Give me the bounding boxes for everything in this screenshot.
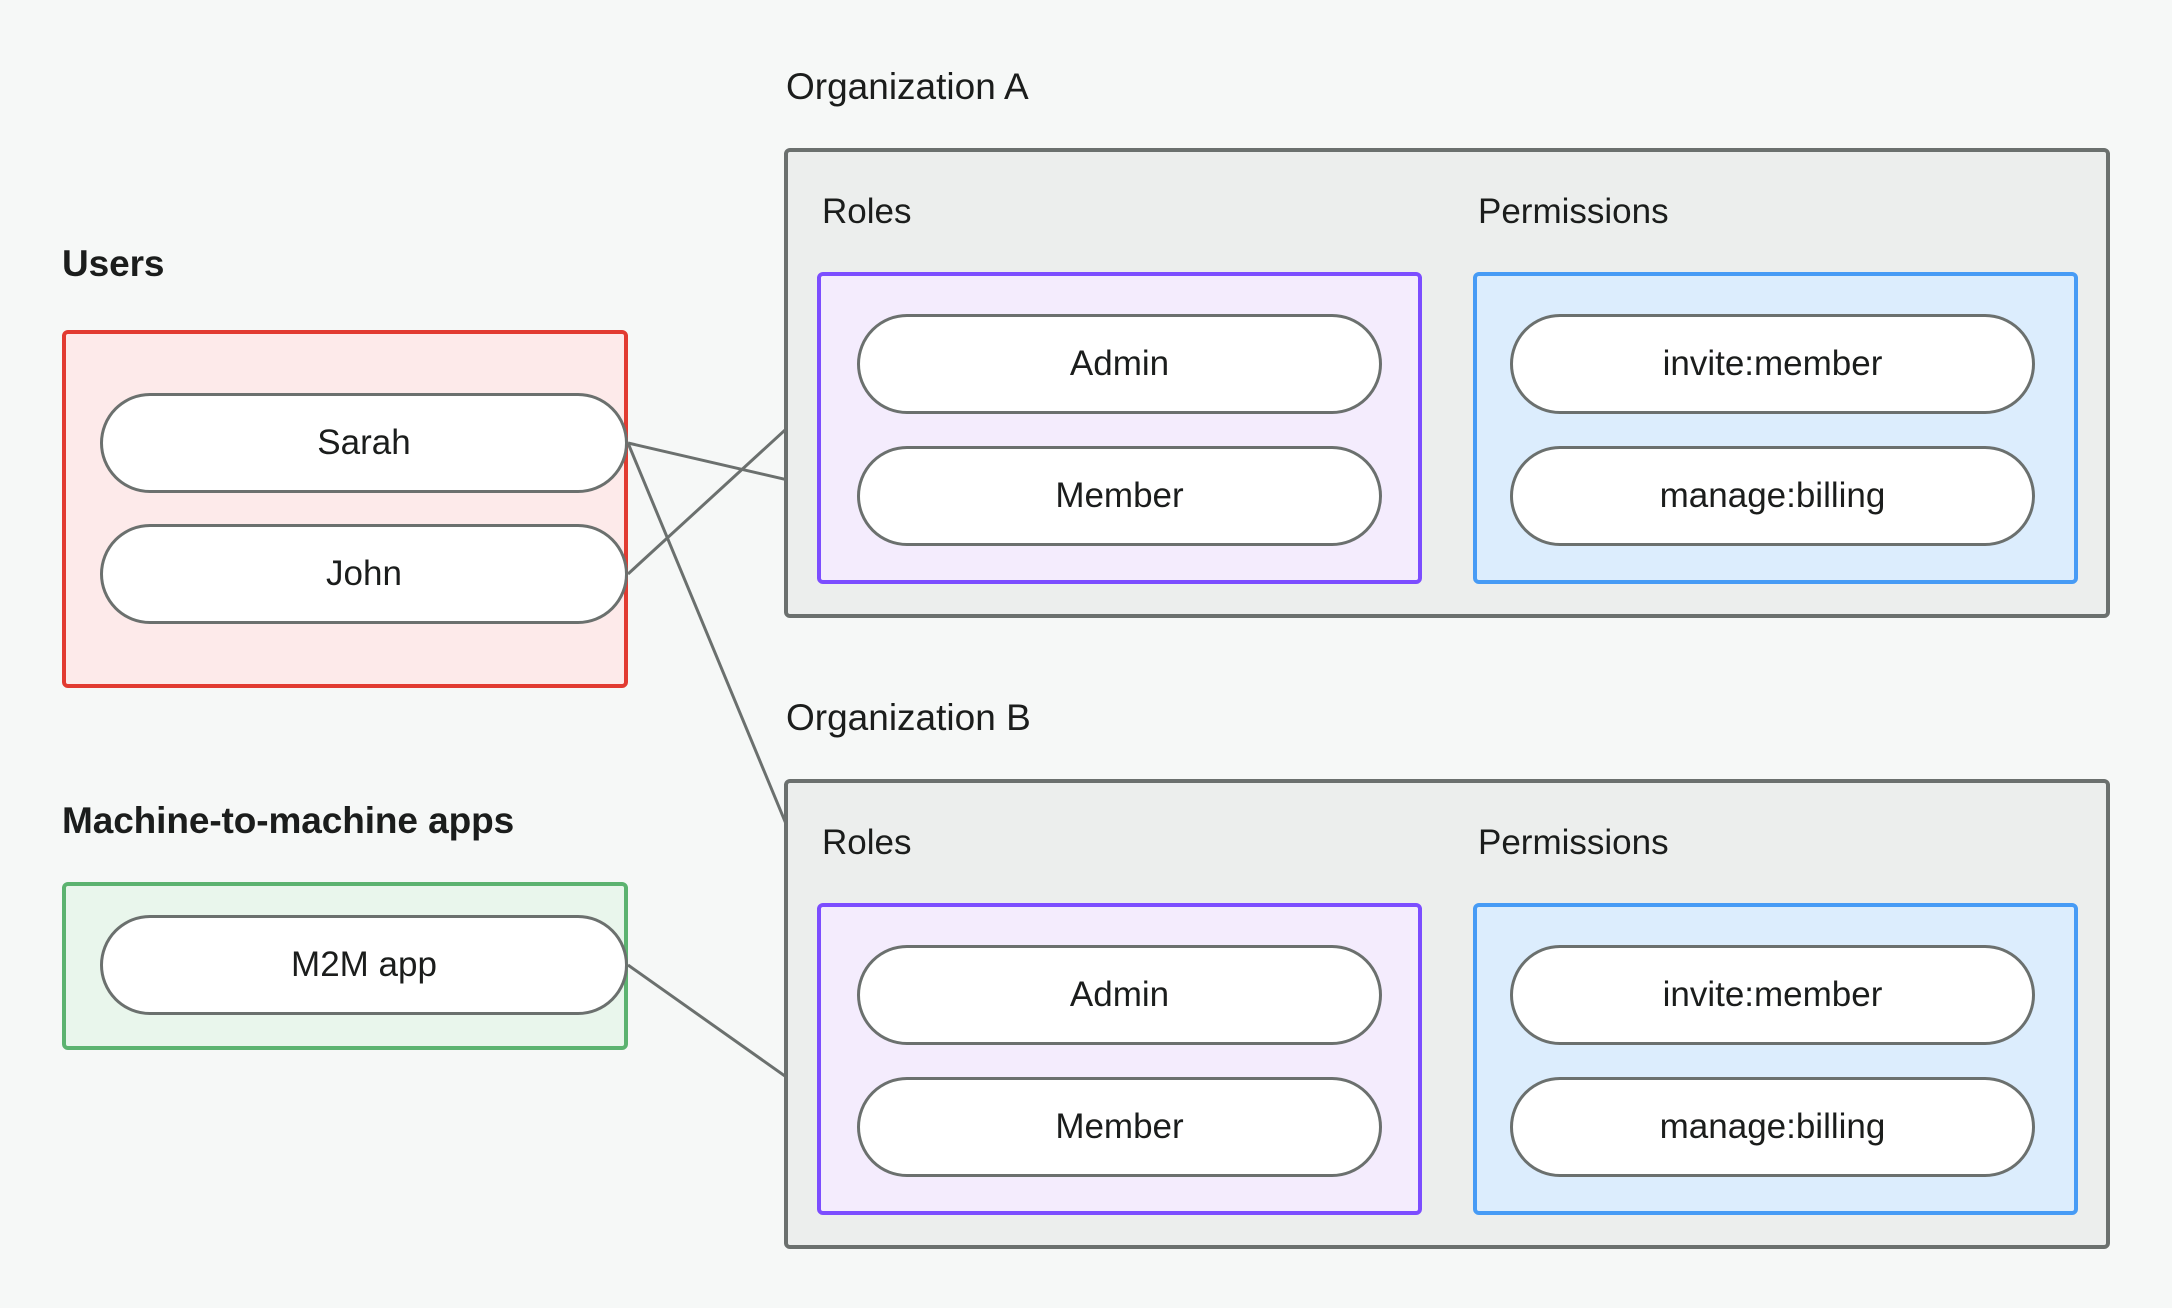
organization-b-role-pill-member[interactable]: Member — [857, 1077, 1382, 1177]
m2m-pill-app[interactable]: M2M app — [100, 915, 628, 1015]
organization-a-role-pill-admin[interactable]: Admin — [857, 314, 1382, 414]
user-pill-sarah[interactable]: Sarah — [100, 393, 628, 493]
users-group-box — [62, 330, 628, 688]
organization-b-permission-pill-invite-member[interactable]: invite:member — [1510, 945, 2035, 1045]
organization-a-title: Organization A — [786, 66, 1029, 107]
organization-b-roles-title: Roles — [822, 823, 912, 862]
organization-b-title: Organization B — [786, 697, 1031, 738]
organization-a-permissions-title: Permissions — [1478, 192, 1669, 231]
organization-a-permission-pill-manage-billing[interactable]: manage:billing — [1510, 446, 2035, 546]
organization-a-role-pill-member[interactable]: Member — [857, 446, 1382, 546]
organization-b-role-pill-admin[interactable]: Admin — [857, 945, 1382, 1045]
organization-a-roles-title: Roles — [822, 192, 912, 231]
users-group-title: Users — [62, 243, 165, 284]
organization-b-permissions-title: Permissions — [1478, 823, 1669, 862]
organization-b-permission-pill-manage-billing[interactable]: manage:billing — [1510, 1077, 2035, 1177]
user-pill-john[interactable]: John — [100, 524, 628, 624]
m2m-group-title: Machine-to-machine apps — [62, 800, 515, 841]
organization-a-permission-pill-invite-member[interactable]: invite:member — [1510, 314, 2035, 414]
